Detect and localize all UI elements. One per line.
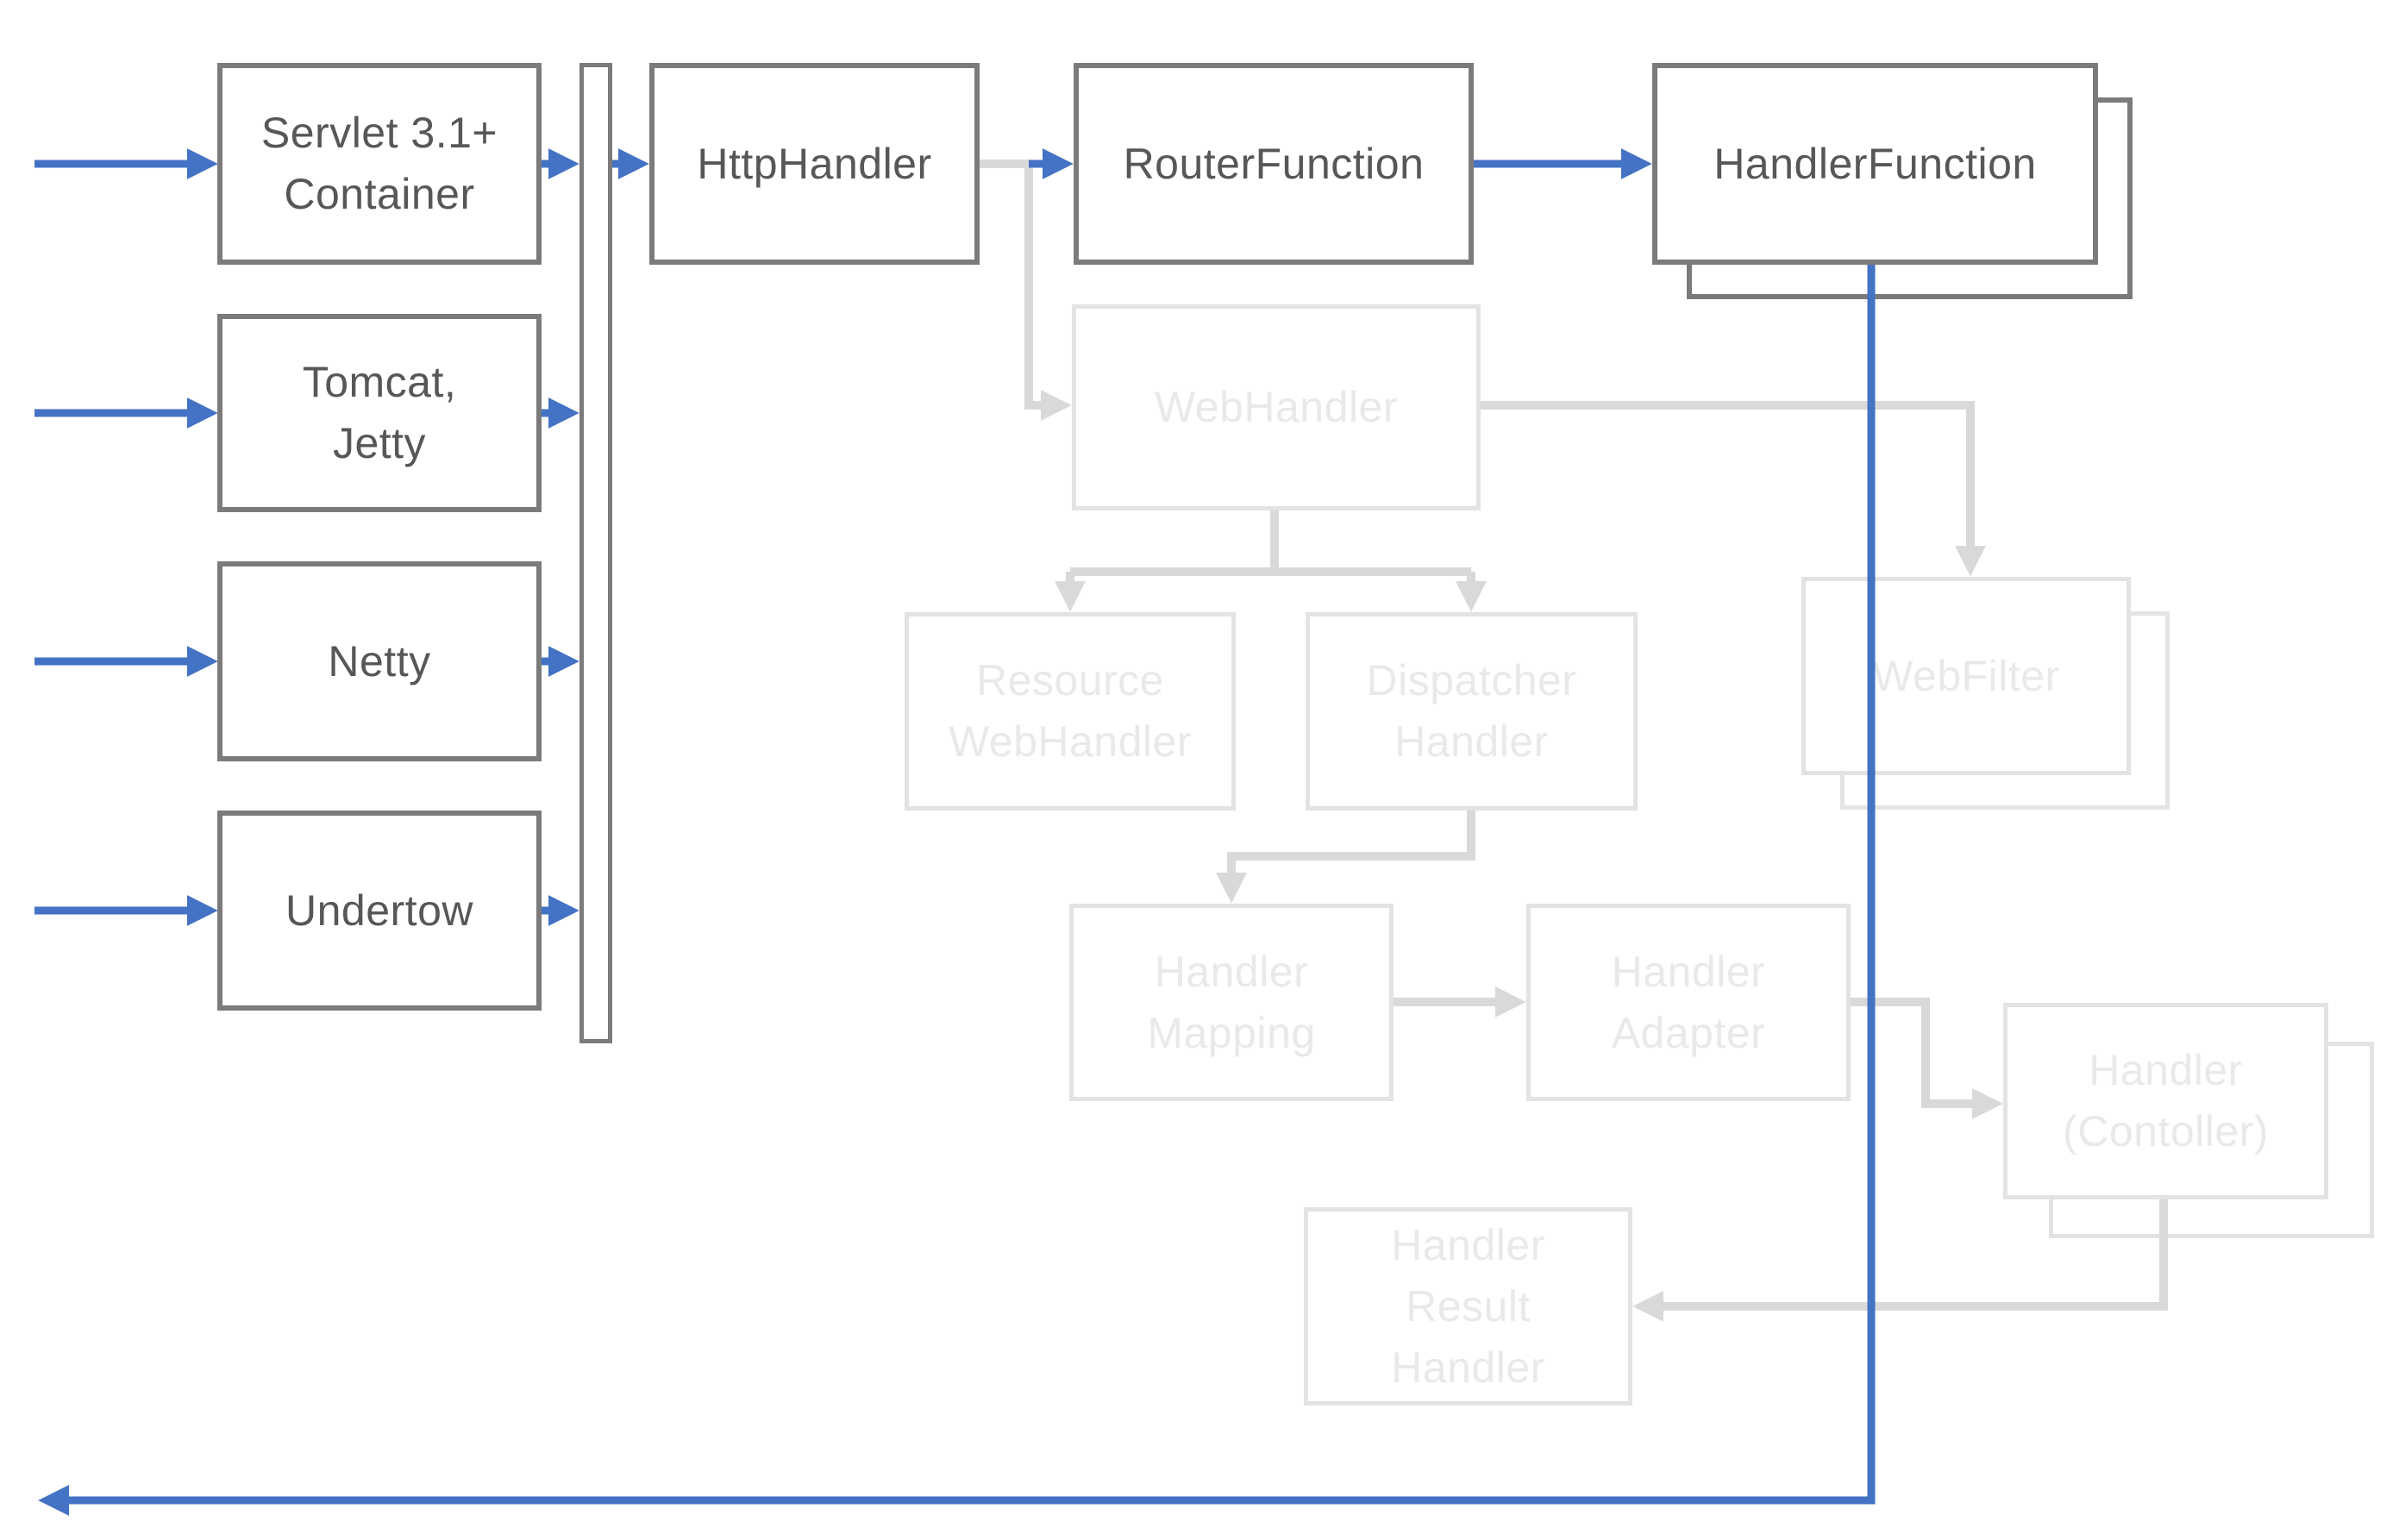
edge-dispatcher-handler-to-handler-mapping bbox=[1216, 811, 1475, 904]
node-handler-mapping: Handler Mapping bbox=[1069, 904, 1394, 1101]
edge-http-handler-to-web-handler bbox=[980, 160, 1072, 421]
node-servlet-container: Servlet 3.1+ Container bbox=[217, 63, 542, 265]
node-label: Tomcat, Jetty bbox=[302, 358, 457, 467]
node-label: WebHandler bbox=[1154, 383, 1398, 431]
node-label: Handler Adapter bbox=[1611, 947, 1766, 1057]
node-http-handler: HttpHandler bbox=[649, 63, 980, 265]
node-label: Undertow bbox=[285, 886, 473, 935]
node-web-handler: WebHandler bbox=[1072, 304, 1481, 510]
node-dispatcher-handler: Dispatcher Handler bbox=[1306, 612, 1638, 811]
edge-web-handler-to-web-filter bbox=[1481, 401, 1986, 577]
node-label: Dispatcher Handler bbox=[1366, 656, 1577, 766]
node-handler-adapter: Handler Adapter bbox=[1526, 904, 1851, 1101]
node-label: WebFilter bbox=[1872, 651, 2060, 700]
node-label: HandlerFunction bbox=[1713, 139, 2037, 188]
node-label: Handler (Contoller) bbox=[2063, 1046, 2269, 1155]
node-label: HttpHandler bbox=[697, 139, 932, 188]
node-label: Handler Mapping bbox=[1147, 947, 1316, 1057]
node-label: Servlet 3.1+ Container bbox=[260, 109, 498, 218]
node-label: Netty bbox=[328, 636, 431, 685]
node-handler-function: HandlerFunction bbox=[1652, 63, 2098, 265]
node-netty: Netty bbox=[217, 561, 542, 761]
node-tomcat-jetty: Tomcat, Jetty bbox=[217, 314, 542, 512]
node-web-filter: WebFilter bbox=[1801, 577, 2131, 775]
adapter-bar bbox=[579, 63, 612, 1043]
node-resource-web-handler: Resource WebHandler bbox=[905, 612, 1236, 811]
node-router-function: RouterFunction bbox=[1074, 63, 1474, 265]
node-handler-controller: Handler (Contoller) bbox=[2003, 1003, 2328, 1199]
node-label: RouterFunction bbox=[1123, 139, 1425, 188]
node-handler-result-handler: Handler Result Handler bbox=[1304, 1207, 1632, 1405]
node-undertow: Undertow bbox=[217, 811, 542, 1011]
node-label: Resource WebHandler bbox=[948, 656, 1192, 766]
edge-handler-adapter-to-handler-controller bbox=[1851, 998, 2003, 1119]
node-label: Handler Result Handler bbox=[1391, 1220, 1545, 1392]
